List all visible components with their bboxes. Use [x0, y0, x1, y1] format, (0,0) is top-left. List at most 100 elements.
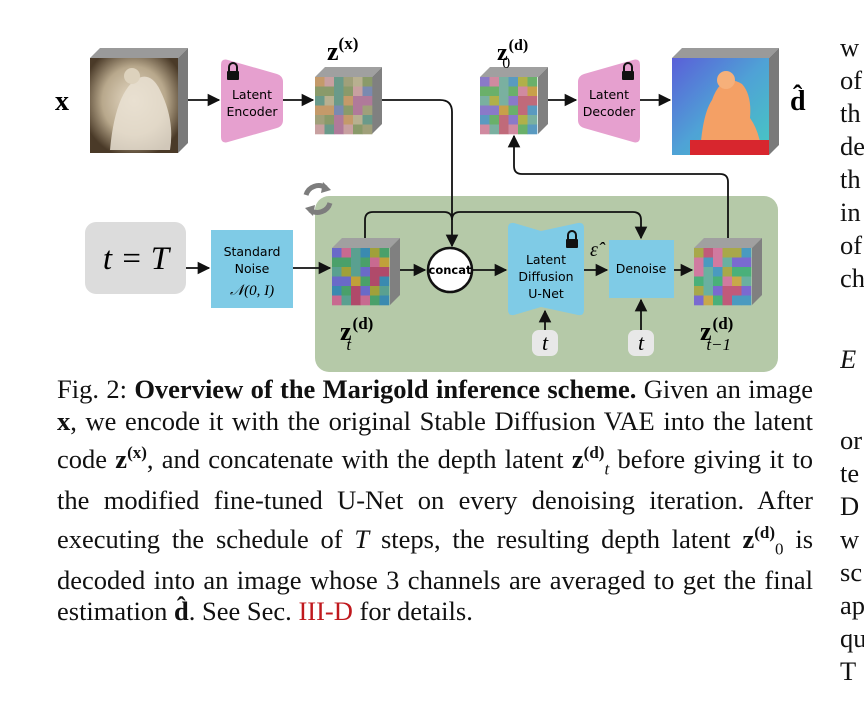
zt-to-denoise-arrow: [364, 211, 648, 240]
latent-cell: [499, 124, 509, 135]
latent-cell: [370, 248, 380, 258]
latent-cell: [703, 267, 714, 277]
latent-cell: [362, 96, 373, 106]
right-col-line: w: [840, 524, 860, 554]
latent-cell: [360, 286, 371, 296]
latent-cell: [732, 286, 742, 296]
latent-cell: [351, 276, 361, 287]
latent-cell: [353, 96, 363, 106]
right-col-line: E: [840, 344, 857, 374]
latent-cell: [694, 286, 704, 296]
latent-cell: [370, 276, 380, 287]
caption-T: T: [354, 523, 370, 554]
latent-cell: [527, 124, 538, 135]
unet-line3: U-Net: [528, 286, 564, 301]
standard-noise-formula: 𝒩(0, I): [230, 283, 274, 299]
caption-x: x: [57, 405, 71, 436]
latent-cell: [508, 77, 519, 87]
latent-cell: [527, 105, 538, 116]
standard-noise-line2: Noise: [235, 261, 270, 276]
latent-cell: [343, 105, 354, 116]
latent-cell: [362, 115, 373, 125]
latent-cell: [379, 286, 390, 296]
latent-cell: [343, 96, 354, 106]
t-input-unet: t: [532, 330, 558, 356]
input-image: [90, 48, 188, 153]
denoise-block: Denoise: [609, 240, 674, 298]
concat-node: concat: [426, 246, 474, 294]
latent-cell: [703, 295, 714, 306]
right-col-line: qu: [840, 623, 864, 653]
latent-cell: [703, 276, 714, 287]
latent-encoder-block: Latent Encoder: [221, 59, 283, 143]
latent-cell: [499, 105, 509, 116]
latent-cell: [351, 295, 361, 306]
latent-cell: [694, 276, 704, 287]
latent-cell: [315, 105, 325, 116]
latent-cell: [703, 257, 714, 268]
latent-cell: [489, 77, 500, 87]
latent-cell: [732, 276, 742, 287]
latent-cell: [343, 115, 354, 125]
caption-text-4: before giving it to the modified fine-tu…: [57, 444, 813, 554]
latent-cell: [518, 124, 528, 135]
latent-cell: [499, 77, 509, 87]
right-col-line: de: [840, 131, 864, 161]
right-col-line: ch: [840, 263, 864, 293]
latent-cell: [489, 115, 500, 125]
latent-cell: [353, 77, 363, 87]
loop-icon: [303, 182, 333, 216]
right-col-line: or: [840, 425, 863, 455]
latent-cell: [741, 286, 752, 296]
latent-cell: [315, 86, 325, 97]
latent-cell: [353, 124, 363, 135]
latent-cell: [341, 267, 352, 277]
latent-cell: [732, 248, 742, 258]
latent-cell: [343, 77, 354, 87]
latent-cell: [362, 105, 373, 116]
latent-zx-grid: [315, 77, 373, 135]
latent-decoder-block: Latent Decoder: [578, 59, 640, 143]
latent-cell: [360, 267, 371, 277]
latent-cell: [741, 295, 752, 306]
gray-start-box: [85, 222, 186, 294]
right-col-line: sc: [840, 557, 863, 587]
latent-cell: [351, 267, 361, 277]
latent-cell: [694, 257, 704, 268]
latent-cell: [341, 257, 352, 268]
latent-cell: [334, 77, 344, 87]
latent-cell: [499, 115, 509, 125]
latent-cell: [334, 115, 344, 125]
right-col-line: te: [840, 458, 860, 488]
right-column-text: w of th de th in of ch E or te D w sc ap…: [840, 0, 864, 720]
latent-cell: [332, 267, 342, 277]
latent-cell: [713, 248, 723, 258]
latent-cell: [713, 267, 723, 277]
caption-text-1: Given an image: [643, 374, 813, 404]
latent-cell: [379, 248, 390, 258]
latent-cell: [741, 276, 752, 287]
latent-cell: [360, 295, 371, 306]
caption-text-6: is decoded into an image whose 3 channel…: [57, 523, 814, 627]
right-col-line: w: [840, 32, 860, 62]
latent-cell: [353, 115, 363, 125]
latent-cell: [703, 286, 714, 296]
zx-to-concat-arrow: [382, 99, 459, 248]
right-col-line: ap: [840, 590, 864, 620]
latent-cell: [334, 96, 344, 106]
latent-zt-grid: [332, 248, 390, 306]
latent-cell: [732, 267, 742, 277]
latent-cell: [332, 257, 342, 268]
latent-cell: [732, 257, 742, 268]
latent-cell: [315, 124, 325, 135]
latent-cell: [334, 124, 344, 135]
latent-cell: [360, 276, 371, 287]
latent-cell: [508, 124, 519, 135]
ztm1-label: z(d)t−1: [700, 314, 733, 354]
section-reference-link[interactable]: III-D: [298, 596, 353, 627]
caption-text-8: for details.: [359, 596, 473, 627]
latent-cell: [379, 257, 390, 268]
latent-cell: [741, 267, 752, 277]
output-dhat-label: d̂: [790, 85, 806, 117]
latent-cell: [489, 105, 500, 116]
